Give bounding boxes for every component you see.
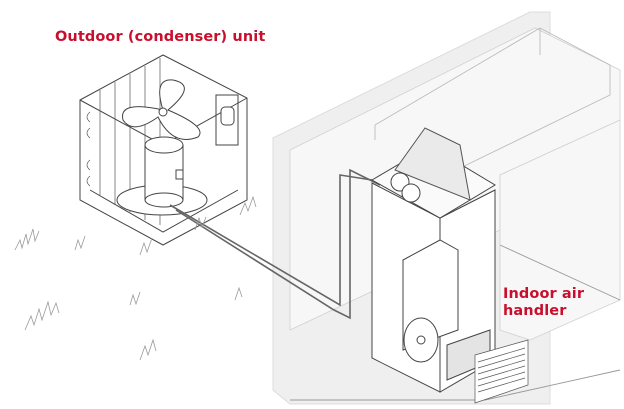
floor (290, 244, 621, 401)
indoor-label-line1: Indoor air (503, 286, 585, 302)
grass-tufts (14, 195, 257, 361)
refrigerant-lines (169, 168, 381, 320)
indoor-air-handler-label: Indoor air handler (503, 286, 584, 320)
return-grille (474, 339, 529, 404)
outdoor-unit-label: Outdoor (condenser) unit (55, 29, 266, 45)
supply-duct (374, 27, 611, 173)
outdoor-condenser-unit (79, 54, 248, 246)
indoor-label-line2: handler (503, 303, 567, 319)
indoor-air-handler (370, 127, 496, 393)
